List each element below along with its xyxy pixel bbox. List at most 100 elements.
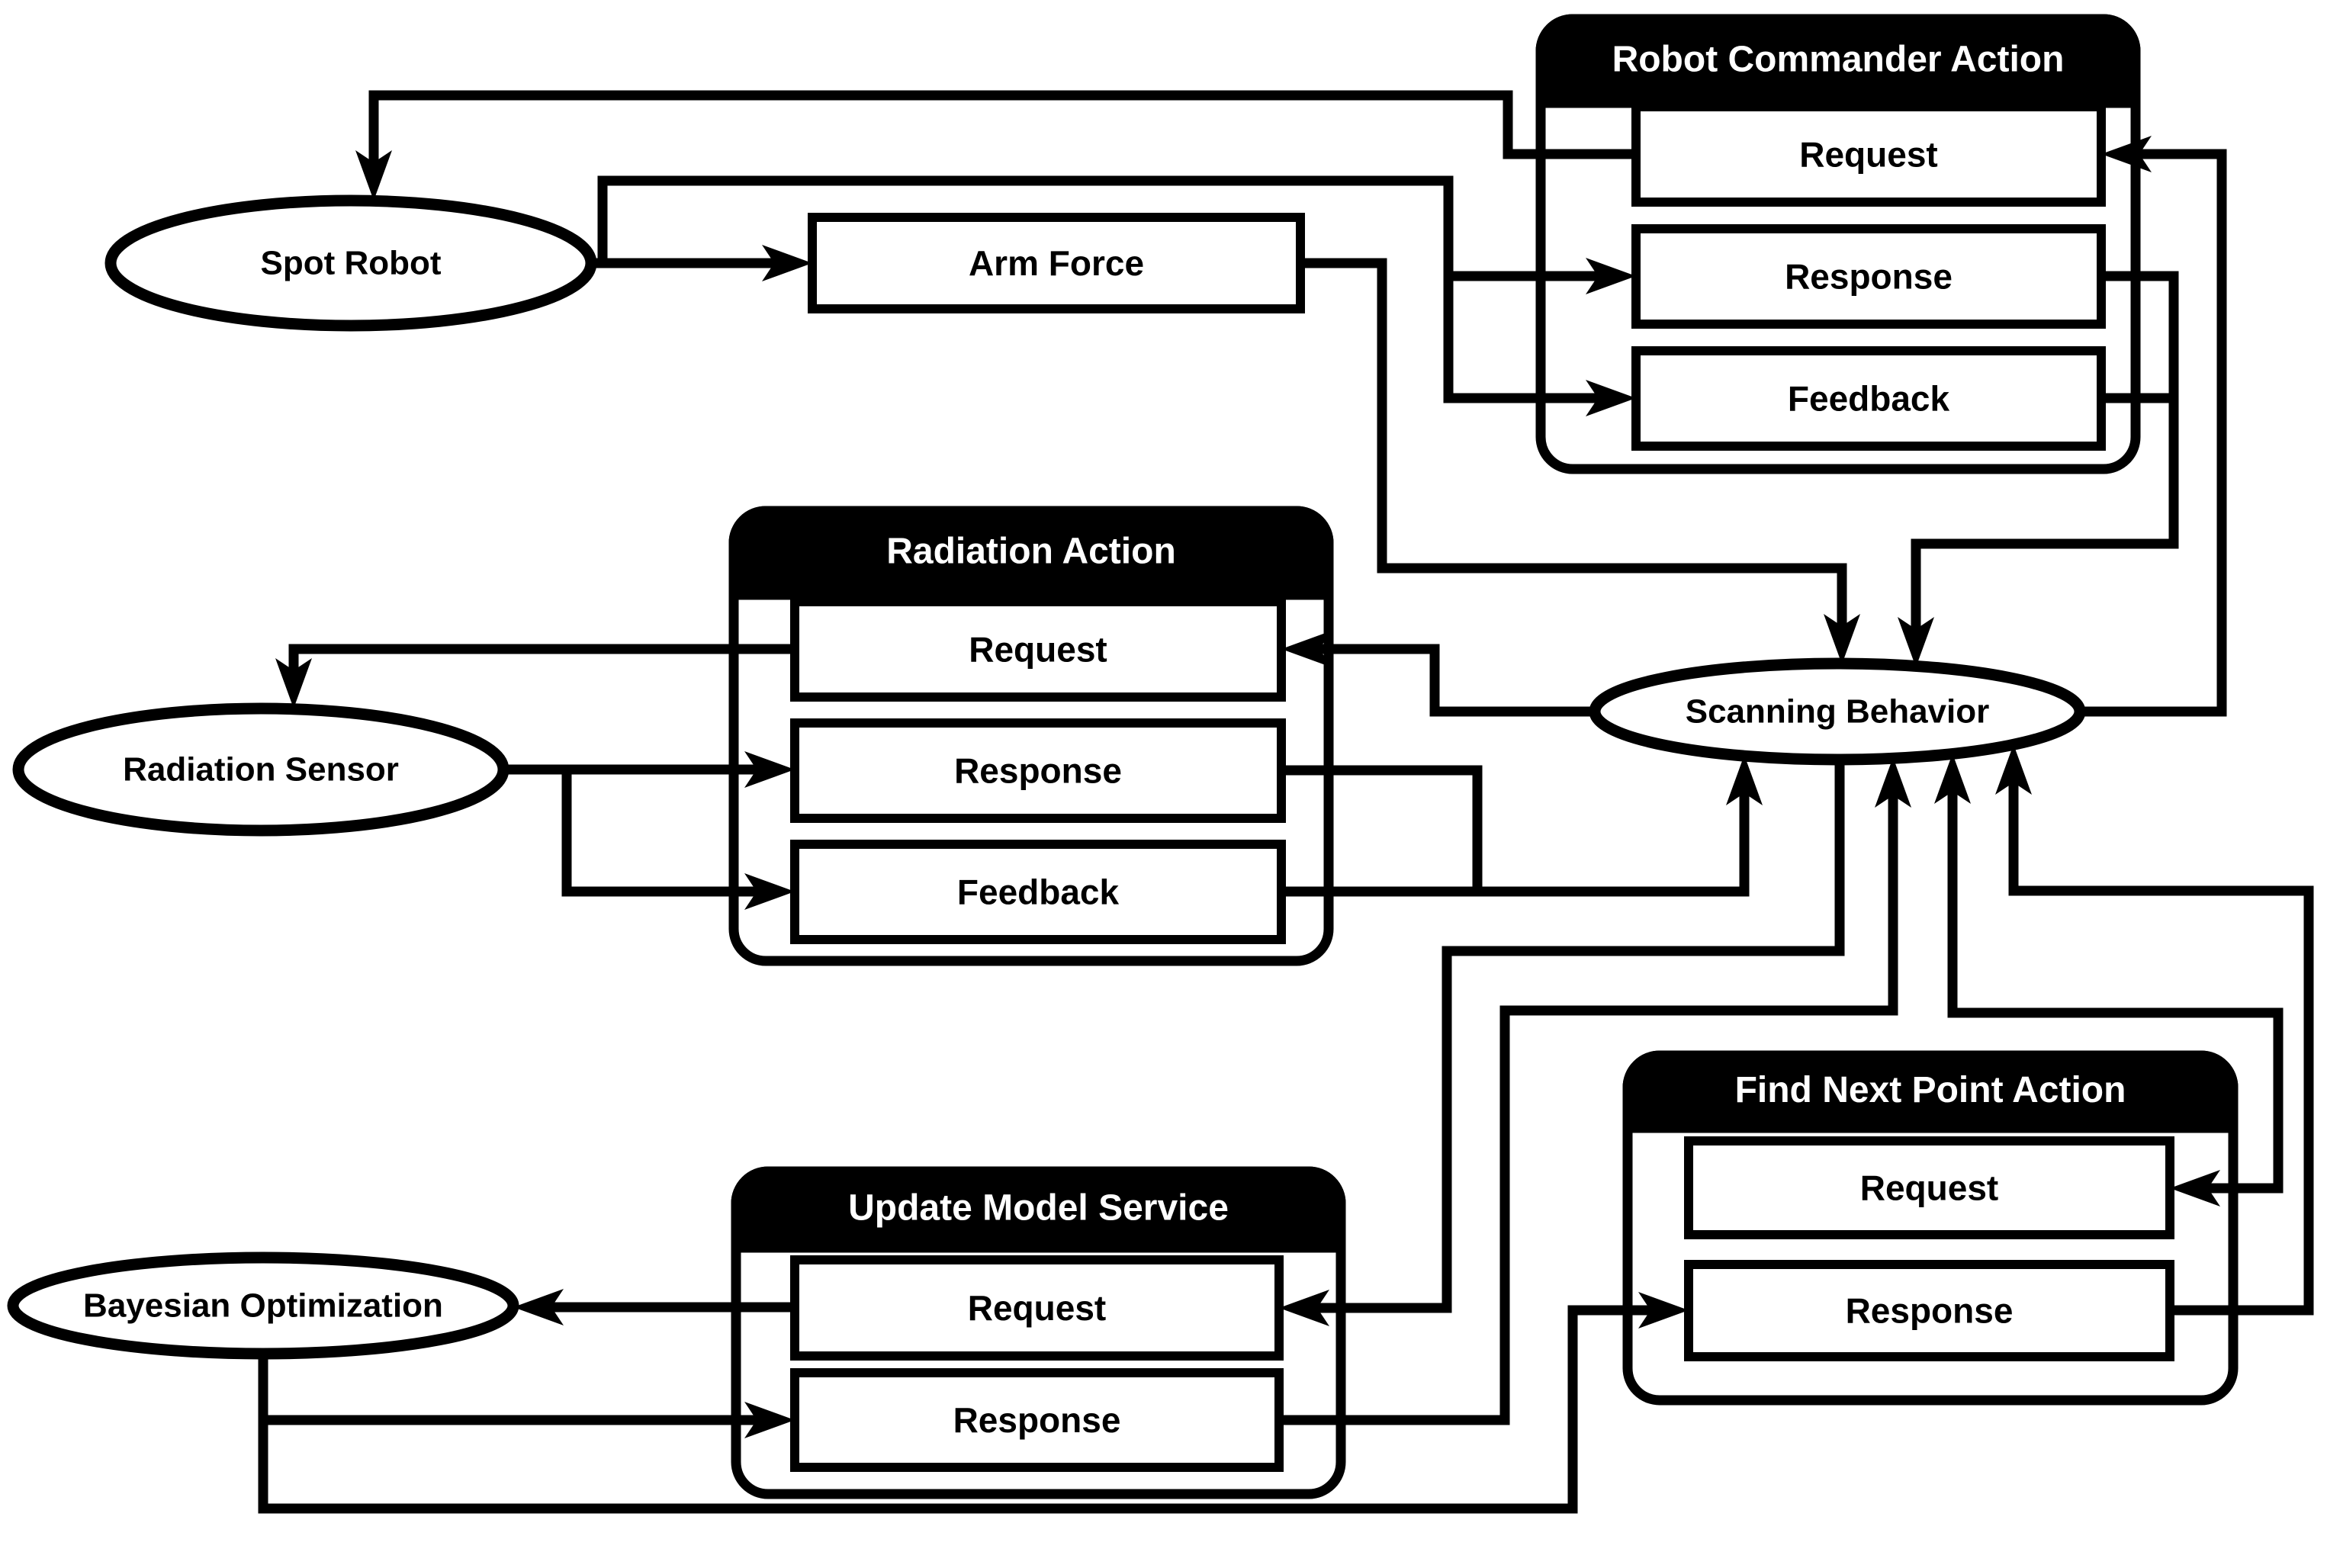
- node-spot-robot: Spot Robot: [104, 194, 597, 332]
- edge-rad-request-to-radiation-sensor-arrowhead: [275, 658, 312, 708]
- edge-um-request-to-bayesian-optimization-arrowhead: [513, 1289, 564, 1325]
- edge-fnp-response-to-scanning-behavior-line: [2008, 782, 2314, 1316]
- container-update-model-service-header: [731, 1166, 1346, 1253]
- node-rc-feedback-label: Feedback: [1788, 379, 1950, 419]
- edge-rad-response-join: [1281, 765, 1483, 892]
- node-rad-request-label: Request: [969, 630, 1107, 670]
- node-scanning-behavior: Scanning Behavior: [1589, 657, 2086, 766]
- edge-scanning-behavior-to-rad-request: [1281, 631, 1595, 717]
- edge-rc-response-to-scanning-behavior: [1898, 271, 2179, 667]
- container-robot-commander-action-title: Robot Commander Action: [1612, 40, 2065, 80]
- edge-arm-force-to-scanning-behavior: [1300, 258, 1860, 664]
- edge-um-response-to-scanning-behavior-line: [1279, 795, 1898, 1425]
- node-rad-feedback-box: [790, 840, 1286, 944]
- edge-rad-feedback-to-scanning-behavior-arrowhead: [1726, 755, 1763, 805]
- node-rc-request-box: [1631, 102, 2106, 207]
- node-rc-response: Response: [1631, 224, 2106, 329]
- node-rad-response-label: Response: [954, 751, 1122, 791]
- node-bayesian-optimization-label: Bayesian Optimization: [83, 1287, 443, 1325]
- node-um-request: Request: [790, 1255, 1284, 1361]
- edge-arm-force-to-scanning-behavior-arrowhead: [1824, 614, 1860, 664]
- node-fnp-request-box: [1684, 1136, 2174, 1239]
- edge-rad-request-to-radiation-sensor: [275, 644, 795, 708]
- container-robot-commander-action: Robot Commander ActionRequestResponseFee…: [1535, 14, 2141, 474]
- edge-scanning-behavior-to-fnp-request: [1934, 753, 2284, 1207]
- edge-rc-response-to-scanning-behavior-arrowhead: [1898, 617, 1934, 667]
- node-rad-request: Request: [790, 597, 1286, 702]
- container-find-next-point-action-header: [1622, 1050, 2239, 1133]
- edge-scanning-behavior-to-rc-request-line: [2080, 149, 2227, 717]
- edge-rc-request-to-spot-robot: [355, 90, 1636, 201]
- edge-spot-robot-to-rc-response: [597, 175, 1636, 294]
- edge-rad-response-join-line: [1281, 765, 1483, 892]
- edge-scanning-behavior-to-rad-request-arrowhead: [1281, 631, 1332, 667]
- node-radiation-sensor-label: Radiation Sensor: [123, 751, 399, 789]
- node-arm-force-label: Arm Force: [969, 243, 1144, 283]
- node-rc-response-label: Response: [1785, 257, 1953, 297]
- node-fnp-response-label: Response: [1846, 1291, 2014, 1331]
- edge-spot-robot-to-rc-feedback-line: [1443, 276, 1598, 403]
- edge-spot-robot-to-rc-feedback: [1443, 276, 1636, 416]
- node-arm-force: Arm Force: [808, 213, 1305, 313]
- node-radiation-sensor: Radiation Sensor: [12, 702, 509, 837]
- edge-radiation-sensor-to-rad-feedback: [561, 770, 795, 910]
- edge-spot-robot-to-rc-feedback-arrowhead: [1586, 380, 1636, 416]
- edge-scanning-behavior-to-rc-request-arrowhead: [2101, 136, 2152, 172]
- edge-scanning-behavior-to-um-request: [1279, 759, 1845, 1326]
- edge-spot-robot-to-rc-response-arrowhead: [1586, 258, 1636, 294]
- edge-spot-robot-to-rc-response-line: [597, 175, 1598, 281]
- edge-bayesian-optimization-to-um-response: [263, 1402, 795, 1438]
- node-rc-feedback: Feedback: [1631, 346, 2106, 451]
- edge-um-response-to-scanning-behavior: [1279, 757, 1911, 1425]
- edge-rc-response-to-scanning-behavior-line: [1911, 271, 2179, 629]
- edge-bayesian-optimization-to-fnp-response: [258, 1292, 1689, 1514]
- edge-radiation-sensor-to-rad-response: [503, 751, 795, 788]
- edge-radiation-sensor-to-rad-feedback-arrowhead: [744, 873, 795, 910]
- edge-radiation-sensor-to-rad-response-arrowhead: [744, 751, 795, 788]
- node-fnp-response: Response: [1684, 1260, 2174, 1361]
- edge-rc-request-to-spot-robot-arrowhead: [355, 150, 392, 201]
- edge-bayesian-optimization-to-fnp-response-line: [258, 1305, 1650, 1514]
- edge-scanning-behavior-to-um-request-line: [1317, 759, 1845, 1313]
- node-scanning-behavior-label: Scanning Behavior: [1686, 693, 1990, 731]
- edge-spot-robot-to-arm-force-arrowhead: [762, 245, 812, 281]
- node-rad-response-box: [790, 718, 1286, 823]
- container-radiation-action-title: Radiation Action: [886, 532, 1176, 572]
- edge-bayesian-optimization-to-um-response-arrowhead: [744, 1402, 795, 1438]
- node-rad-feedback-label: Feedback: [957, 872, 1120, 912]
- node-spot-robot-label: Spot Robot: [260, 245, 441, 282]
- edge-rc-request-to-spot-robot-line: [368, 90, 1636, 162]
- node-rc-feedback-box: [1631, 346, 2106, 451]
- edge-fnp-response-to-scanning-behavior: [1995, 744, 2314, 1316]
- container-radiation-action-header: [728, 506, 1334, 600]
- node-um-request-label: Request: [968, 1288, 1106, 1328]
- container-update-model-service-title: Update Model Service: [848, 1188, 1229, 1229]
- edge-bayesian-optimization-to-fnp-response-arrowhead: [1638, 1292, 1689, 1329]
- edge-scanning-behavior-to-fnp-request-arrowhead: [2170, 1170, 2220, 1207]
- node-rad-response: Response: [790, 718, 1286, 823]
- container-robot-commander-action-header: [1535, 14, 2141, 108]
- edge-um-response-to-scanning-behavior-arrowhead: [1875, 757, 1911, 808]
- node-fnp-request: Request: [1684, 1136, 2174, 1239]
- node-um-response: Response: [790, 1368, 1284, 1472]
- edge-scanning-behavior-to-fnp-request-start-arrowhead: [1934, 753, 1971, 804]
- edge-rad-feedback-to-scanning-behavior: [1281, 755, 1763, 897]
- container-find-next-point-action-title: Find Next Point Action: [1735, 1070, 2126, 1110]
- node-um-response-label: Response: [953, 1400, 1121, 1440]
- edge-spot-robot-to-arm-force: [591, 245, 812, 281]
- edge-scanning-behavior-to-rad-request-line: [1319, 644, 1595, 717]
- node-rc-request: Request: [1631, 102, 2106, 207]
- edge-scanning-behavior-to-um-request-arrowhead: [1279, 1290, 1329, 1326]
- node-rc-request-label: Request: [1799, 135, 1937, 175]
- edge-fnp-response-to-scanning-behavior-arrowhead: [1995, 744, 2032, 795]
- edge-scanning-behavior-to-rc-request: [2080, 136, 2227, 717]
- edge-radiation-sensor-to-rad-feedback-line: [561, 770, 757, 897]
- node-rad-feedback: Feedback: [790, 840, 1286, 944]
- edge-um-request-to-bayesian-optimization: [513, 1289, 795, 1325]
- edge-arm-force-to-scanning-behavior-line: [1300, 258, 1847, 626]
